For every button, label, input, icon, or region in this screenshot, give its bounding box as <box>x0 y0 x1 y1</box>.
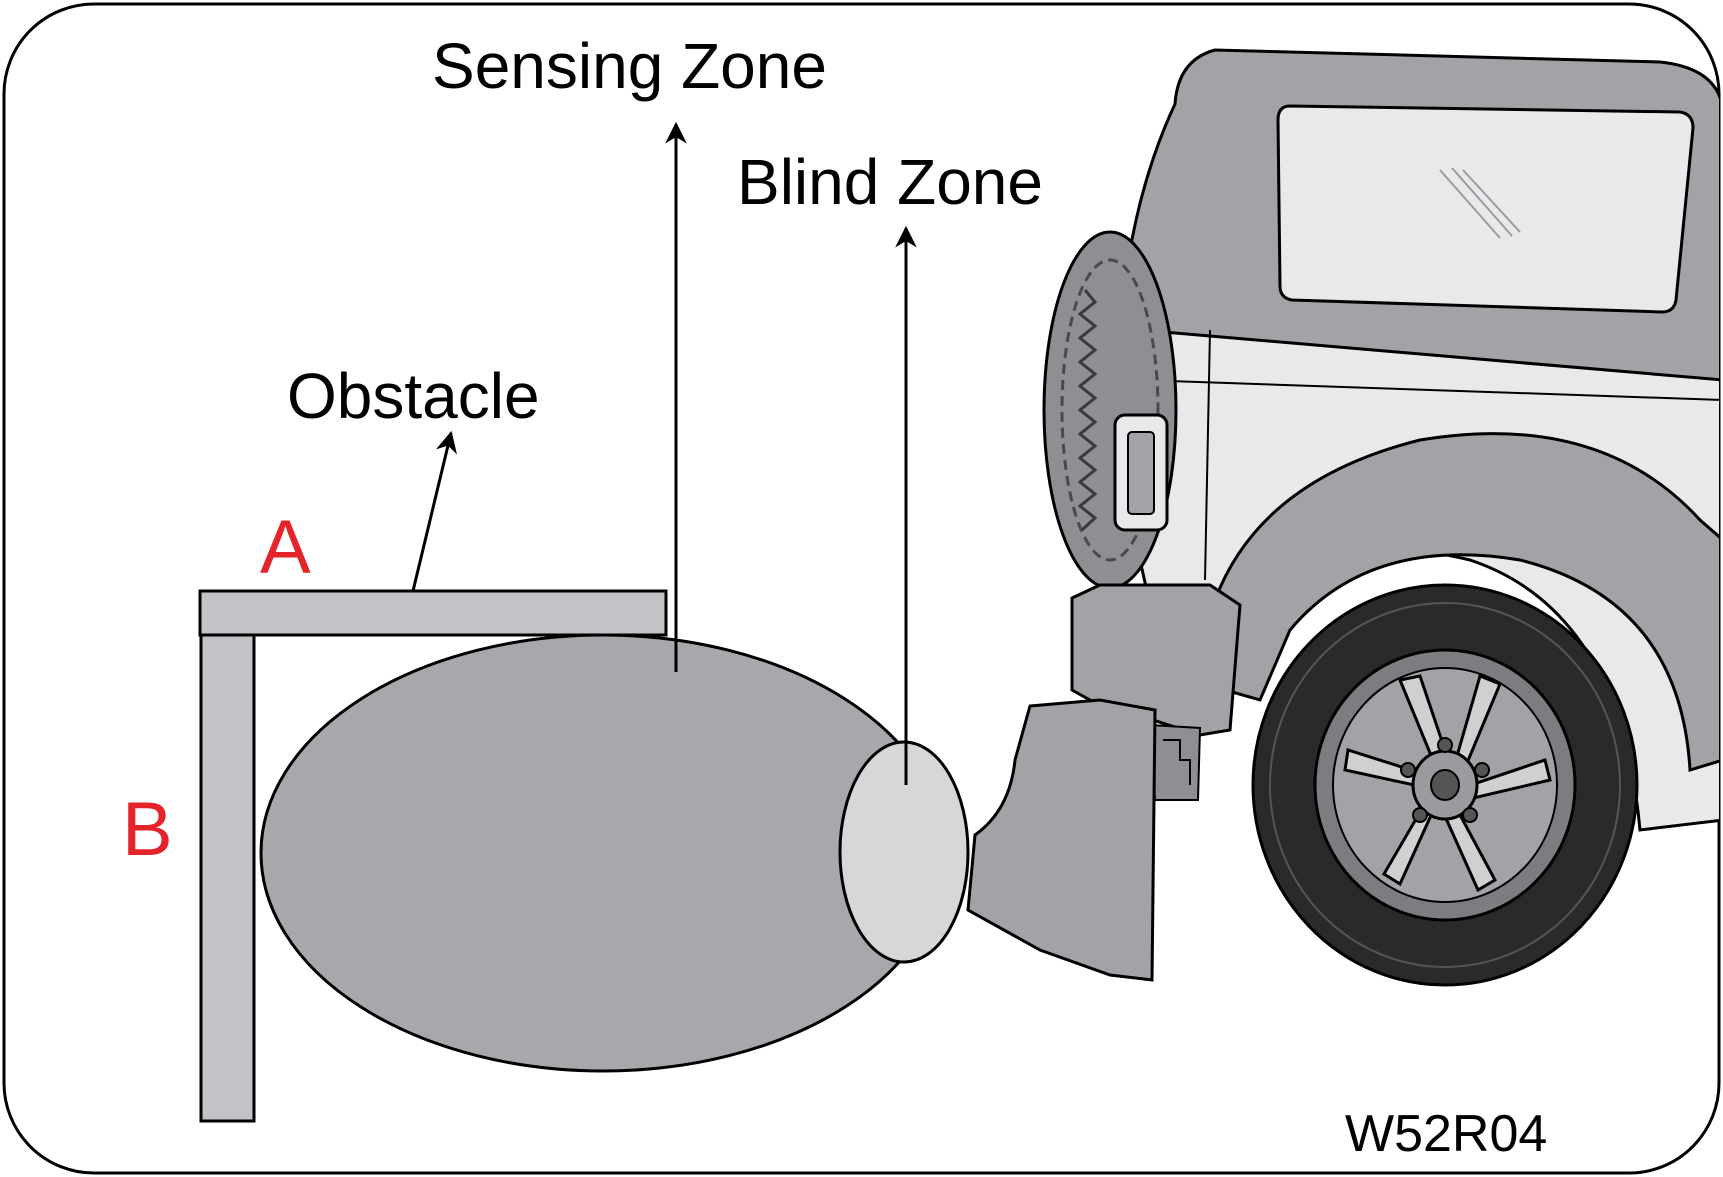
vehicle-illustration <box>966 48 1719 987</box>
fender-flare <box>1213 432 1719 772</box>
bumper-bracket <box>1148 723 1202 801</box>
figure-code: W52R04 <box>1345 1105 1548 1163</box>
obstacle-label: Obstacle <box>287 360 540 432</box>
obstacle-shape <box>198 589 668 1123</box>
sensing-zone-label: Sensing Zone <box>432 30 827 102</box>
dimension-b-label: B <box>122 787 173 872</box>
obstacle-horizontal-top <box>198 589 668 637</box>
rear-bumper <box>1070 583 1242 737</box>
obstacle-vertical-leg <box>199 631 256 1123</box>
wheel-icon <box>1251 583 1639 987</box>
blind-zone-region <box>838 740 970 964</box>
sensor-housing <box>966 698 1157 982</box>
dimension-a-label: A <box>260 505 311 590</box>
obstacle-arrow <box>411 430 457 592</box>
blind-zone-label: Blind Zone <box>737 146 1043 218</box>
tail-light <box>1113 413 1169 532</box>
vehicle-rear-window <box>1276 104 1695 314</box>
spare-tire-icon <box>1042 230 1178 590</box>
